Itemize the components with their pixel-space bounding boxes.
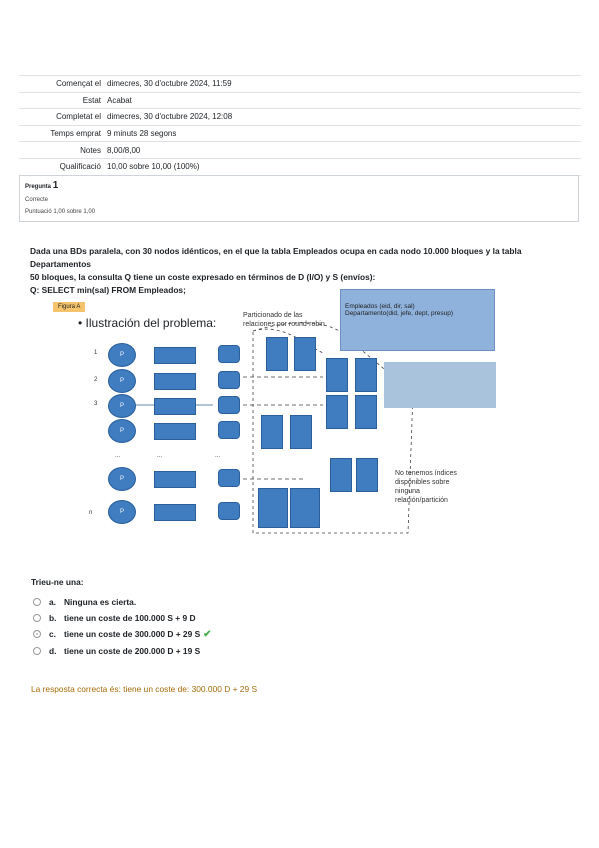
processor-node: P — [108, 500, 136, 524]
memory-box — [154, 504, 196, 521]
memory-box — [154, 398, 196, 415]
question-points: Puntuació 1,00 sobre 1,00 — [25, 209, 96, 215]
answer-options: a. Ninguna es cierta. b. tiene un coste … — [33, 594, 212, 659]
answer-option-b[interactable]: b. tiene un coste de 100.000 S + 9 D — [33, 610, 212, 626]
radio-button-selected[interactable] — [33, 630, 41, 639]
answer-option-c[interactable]: c. tiene un coste de 300.000 D + 29 S ✔ — [33, 626, 212, 642]
radio-button[interactable] — [33, 598, 41, 607]
processor-node: P — [108, 467, 136, 491]
question-info: Pregunta 1 Correcte Puntuació 1,00 sobre… — [19, 175, 579, 222]
disk-icon — [218, 421, 240, 439]
disk-icon — [218, 396, 240, 414]
partition-block — [326, 395, 348, 429]
figure-title: • Ilustración del problema: — [78, 316, 217, 330]
partition-block — [356, 458, 378, 492]
disk-icon — [218, 371, 240, 389]
answer-option-d[interactable]: d. tiene un coste de 200.000 D + 19 S — [33, 643, 212, 659]
disk-icon — [218, 469, 240, 487]
memory-box — [154, 423, 196, 440]
check-icon: ✔ — [203, 628, 212, 640]
processor-node: P — [108, 394, 136, 418]
partition-block — [258, 488, 288, 528]
answers-prompt: Trieu-ne una: — [31, 577, 84, 587]
disk-icon — [218, 345, 240, 363]
processor-node: P — [108, 343, 136, 367]
question-text: Dada una BDs paralela, con 30 nodos idén… — [30, 246, 522, 295]
partition-block — [290, 488, 320, 528]
blurred-image — [384, 362, 496, 408]
question-number: Pregunta 1 — [25, 180, 59, 191]
disk-icon — [218, 502, 240, 520]
correct-answer-feedback: La resposta correcta és: tiene un coste … — [31, 684, 258, 694]
partition-block — [266, 337, 288, 371]
partition-block — [330, 458, 352, 492]
partition-block — [326, 358, 348, 392]
answer-option-a[interactable]: a. Ninguna es cierta. — [33, 594, 212, 610]
memory-box — [154, 471, 196, 488]
radio-button[interactable] — [33, 614, 41, 623]
partition-block — [290, 415, 312, 449]
partition-block — [355, 358, 377, 392]
figure-tag: Figura A — [53, 302, 86, 312]
question-status: Correcte — [25, 197, 49, 203]
partition-note: Particionado de las relaciones por round… — [243, 312, 325, 328]
memory-box — [154, 347, 196, 364]
partition-block — [294, 337, 316, 371]
processor-node: P — [108, 419, 136, 443]
radio-button[interactable] — [33, 646, 41, 655]
processor-node: P — [108, 369, 136, 393]
memory-box — [154, 373, 196, 390]
problem-figure: Figura A • Ilustración del problema: 1 2… — [53, 283, 508, 536]
index-note: No tenemos índices disponibles sobre nin… — [395, 470, 457, 504]
tables-box: Empleados (eid, dir, sal) Departamento(d… — [340, 289, 495, 351]
partition-block — [261, 415, 283, 449]
partition-block — [355, 395, 377, 429]
